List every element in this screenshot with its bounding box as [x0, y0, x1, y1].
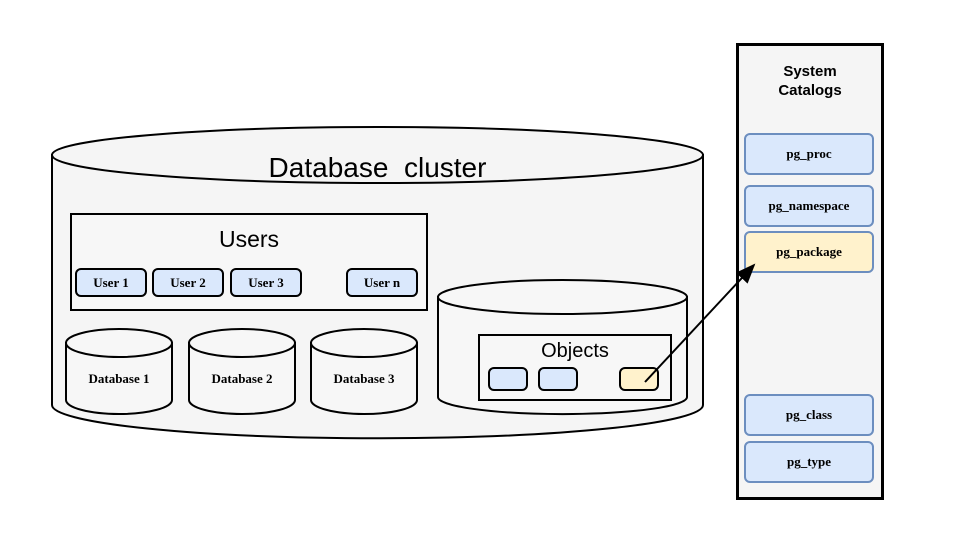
catalog-item-pg-namespace[interactable]: pg_namespace	[744, 185, 874, 227]
user-box-2-label: User 2	[170, 274, 206, 290]
catalog-item-pg-proc[interactable]: pg_proc	[744, 133, 874, 175]
user-box-n-label: User n	[363, 274, 401, 290]
objects-item-3[interactable]	[619, 367, 659, 391]
database-1-cylinder	[65, 328, 173, 415]
database-1-label: Database 1	[88, 371, 150, 386]
user-box-1[interactable]: User 1	[75, 268, 147, 297]
user-box-3[interactable]: User 3	[230, 268, 302, 297]
user-box-3-label: User 3	[248, 274, 284, 290]
database-3-cylinder	[310, 328, 418, 415]
objects-to-pg-package-arrow	[644, 263, 756, 383]
database-3-label: Database 3	[333, 371, 395, 386]
users-title: Users	[218, 226, 280, 252]
user-box-n[interactable]: User n	[346, 268, 418, 297]
user-box-1-label: User 1	[93, 274, 129, 290]
catalog-item-pg-type[interactable]: pg_type	[744, 441, 874, 483]
catalog-item-pg-namespace-label: pg_namespace	[768, 198, 850, 213]
catalog-item-pg-proc-label: pg_proc	[786, 146, 832, 161]
catalog-item-pg-package[interactable]: pg_package	[744, 231, 874, 273]
database-cluster-title: Database cluster	[268, 152, 487, 183]
database-2-cylinder	[188, 328, 296, 415]
objects-item-2[interactable]	[538, 367, 578, 391]
database-2-label: Database 2	[211, 371, 273, 386]
objects-item-1[interactable]	[488, 367, 528, 391]
objects-title: Objects	[541, 340, 609, 362]
user-box-2[interactable]: User 2	[152, 268, 224, 297]
system-catalogs-title: System Catalogs	[778, 63, 842, 99]
catalog-item-pg-package-label: pg_package	[776, 244, 842, 259]
catalog-item-pg-type-label: pg_type	[786, 454, 832, 469]
catalog-item-pg-class[interactable]: pg_class	[744, 394, 874, 436]
catalog-item-pg-class-label: pg_class	[785, 407, 833, 422]
